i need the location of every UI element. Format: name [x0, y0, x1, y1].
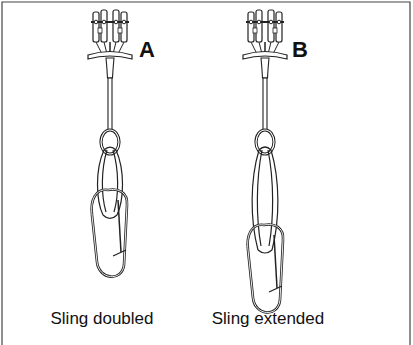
part-letter: A [139, 38, 155, 62]
part-letter: B [292, 38, 308, 62]
caption-text: Sling doubled [50, 310, 153, 329]
caption-text: Sling extended [212, 310, 324, 329]
